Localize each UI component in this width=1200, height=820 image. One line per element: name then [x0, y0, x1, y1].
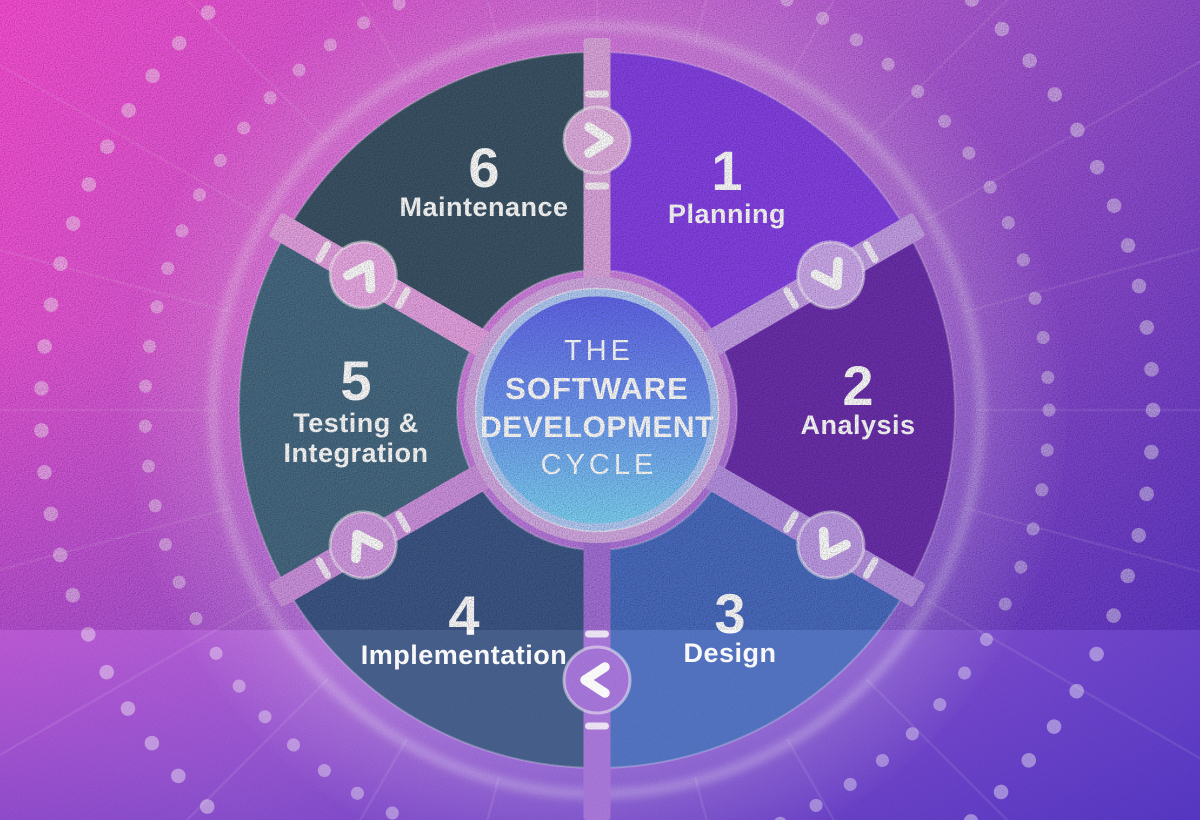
noise-overlay-top	[0, 0, 1200, 630]
seam-lighten-band	[0, 630, 1200, 820]
noise-overlay-bottom	[0, 630, 1200, 820]
